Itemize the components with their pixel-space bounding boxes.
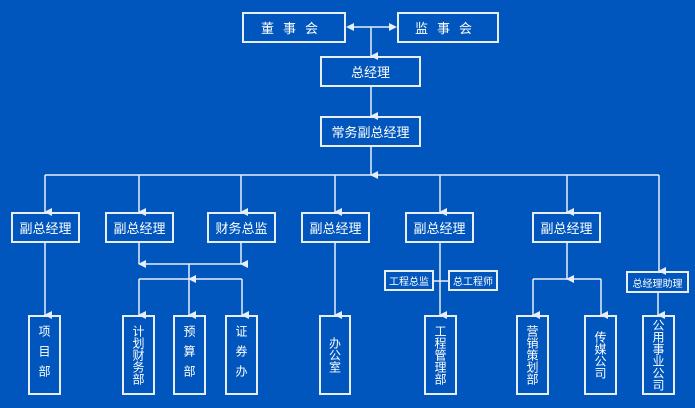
vp5-label: 副总经理 bbox=[540, 222, 593, 237]
chief-engineer-label: 总工程师 bbox=[453, 277, 493, 288]
dept-utilities-box: 公用事业公司 bbox=[642, 315, 675, 395]
gm-assistant-label: 总经理助理 bbox=[632, 278, 683, 290]
executive-vp-label: 常务副总经理 bbox=[331, 126, 410, 141]
chief-supervisor-label: 工程总监 bbox=[389, 277, 429, 288]
vp-box-5: 副总经理 bbox=[532, 212, 601, 243]
gm-label: 总经理 bbox=[350, 66, 390, 81]
board-label: 董事会 bbox=[260, 22, 327, 37]
cfo-label: 财务总监 bbox=[215, 222, 268, 237]
dept-media-box: 传媒公司 bbox=[584, 315, 617, 395]
cfo-box: 财务总监 bbox=[207, 212, 276, 243]
vp3-label: 副总经理 bbox=[309, 222, 362, 237]
vp-box-4: 副总经理 bbox=[405, 212, 474, 243]
vp-box-3: 副总经理 bbox=[301, 212, 370, 243]
dept-utilities-label: 公用事业公司 bbox=[651, 319, 665, 391]
vp1-label: 副总经理 bbox=[19, 222, 72, 237]
vp-box-2: 副总经理 bbox=[105, 212, 174, 243]
executive-vp-box: 常务副总经理 bbox=[320, 116, 421, 147]
chief-engineer-box: 总工程师 bbox=[448, 270, 498, 291]
gm-assistant-box: 总经理助理 bbox=[626, 271, 689, 293]
dept-planning-finance-box: 计划财务部 bbox=[122, 315, 155, 395]
dept-office-label: 办公室 bbox=[327, 337, 342, 373]
vp2-label: 副总经理 bbox=[113, 222, 166, 237]
dept-engineering-mgmt-label: 工程管理部 bbox=[433, 325, 447, 385]
board-of-supervisors-box: 监事会 bbox=[397, 12, 499, 43]
general-manager-box: 总经理 bbox=[320, 56, 421, 87]
dept-engineering-mgmt-box: 工程管理部 bbox=[424, 315, 457, 395]
dept-media-label: 传媒公司 bbox=[593, 331, 607, 379]
vp4-label: 副总经理 bbox=[413, 222, 466, 237]
dept-marketing-box: 营销策划部 bbox=[516, 315, 549, 395]
chief-supervisor-box: 工程总监 bbox=[384, 270, 434, 291]
board-of-directors-box: 董事会 bbox=[242, 12, 346, 43]
dept-office-box: 办公室 bbox=[319, 315, 351, 395]
dept-project-box: 项目部 bbox=[28, 315, 61, 395]
dept-planning-finance-label: 计划财务部 bbox=[131, 325, 145, 385]
vp-box-1: 副总经理 bbox=[11, 212, 80, 243]
dept-marketing-label: 营销策划部 bbox=[525, 325, 539, 385]
dept-project-label: 项目部 bbox=[37, 325, 51, 385]
dept-budget-label: 预算部 bbox=[182, 325, 196, 385]
dept-securities-box: 证券办 bbox=[225, 315, 258, 395]
supervisors-label: 监事会 bbox=[414, 22, 481, 37]
dept-securities-label: 证券办 bbox=[234, 325, 248, 385]
dept-budget-box: 预算部 bbox=[173, 315, 206, 395]
